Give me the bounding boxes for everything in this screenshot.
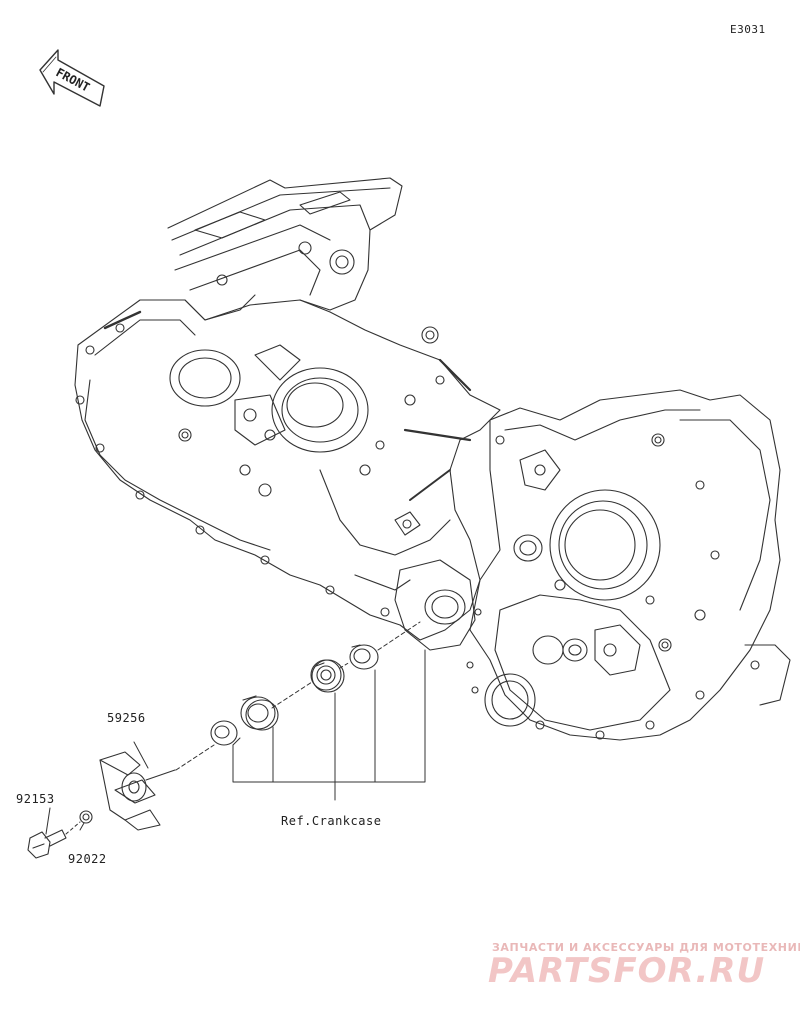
front-arrow-icon: FRONT xyxy=(39,49,105,107)
oil-seal-right xyxy=(349,644,379,670)
washer xyxy=(79,810,93,824)
reference-label: Ref.Crankcase xyxy=(281,814,382,828)
diagram-code: E3031 xyxy=(730,23,766,36)
part-number-92022: 92022 xyxy=(68,852,107,866)
bolt xyxy=(27,829,67,859)
leader-lines xyxy=(45,621,426,835)
part-number-92153: 92153 xyxy=(16,792,55,806)
front-arrow-label: FRONT xyxy=(54,65,92,94)
water-pump-parts xyxy=(27,644,379,859)
mechanical-seal xyxy=(240,695,279,731)
watermark-tagline: ЗАПЧАСТИ И АКСЕССУАРЫ ДЛЯ МОТОТЕХНИКИ xyxy=(492,941,800,954)
impeller xyxy=(99,751,176,831)
part-number-59256: 59256 xyxy=(107,711,146,725)
oil-seal-left xyxy=(210,720,238,746)
crankcase-drawing xyxy=(74,177,791,741)
bearing xyxy=(310,659,345,693)
watermark-brand: PARTSFOR.RU xyxy=(488,951,766,991)
